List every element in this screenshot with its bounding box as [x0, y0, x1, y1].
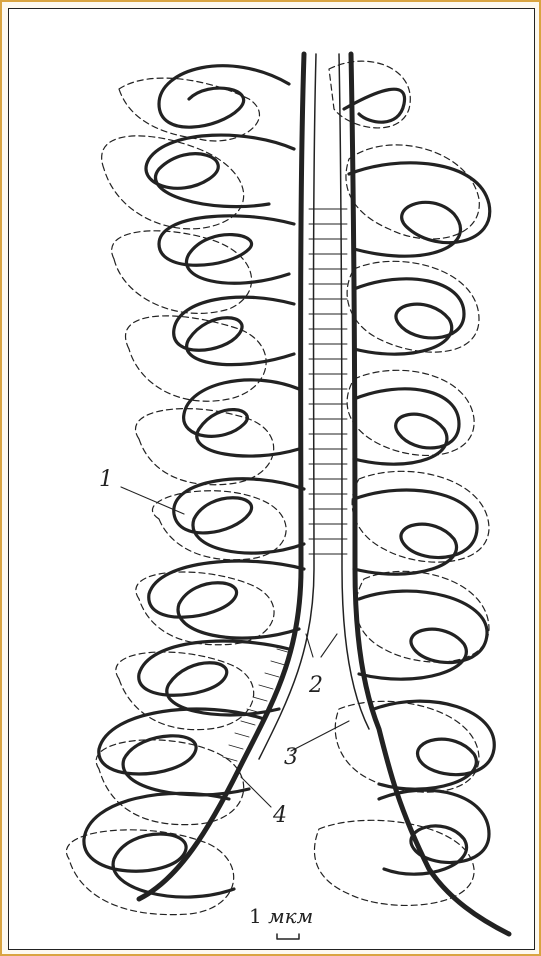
chromosome-drawing — [9, 9, 534, 949]
label-2: 2 — [309, 673, 323, 698]
scale-bar-line — [277, 934, 299, 939]
scale-bar-label: 1 мкм — [249, 904, 313, 928]
chromatin-loops-left — [84, 66, 304, 897]
label-4: 4 — [273, 803, 287, 828]
label-leaders — [121, 487, 349, 807]
scale-bar-unit: мкм — [268, 904, 313, 928]
chromatin-loops-right — [344, 89, 494, 874]
label-3: 3 — [284, 745, 298, 770]
scale-bar-number: 1 — [249, 904, 262, 928]
label-1: 1 — [99, 467, 113, 492]
figure-panel: 1 2 3 4 1 мкм — [8, 8, 535, 950]
